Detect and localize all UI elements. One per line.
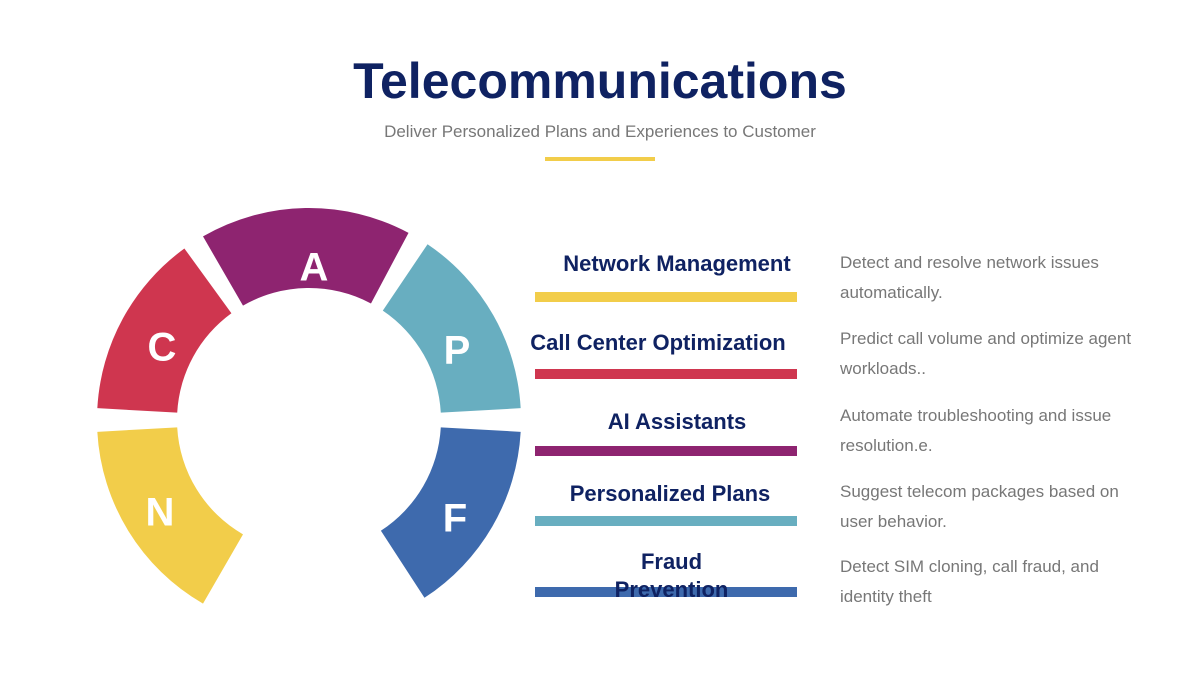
segment-letter-p: P: [444, 329, 471, 373]
ring-segment-c: [97, 248, 232, 413]
item-label-network-management: Network Management: [563, 251, 791, 276]
ring-segment-f: [380, 427, 521, 598]
item-bar-network-management: [535, 292, 797, 302]
segment-letter-n: N: [146, 491, 175, 535]
page-subtitle: Deliver Personalized Plans and Experienc…: [384, 122, 816, 141]
page-title: Telecommunications: [353, 53, 847, 109]
segment-letter-a: A: [300, 246, 329, 290]
item-label-call-center-optimization: Call Center Optimization: [530, 330, 786, 355]
ring-segment-a: [203, 208, 409, 306]
ring-segment-p: [382, 244, 521, 413]
item-desc-call-center-optimization: Predict call volume and optimize agent w…: [840, 329, 1132, 378]
item-desc-ai-assistants: Automate troubleshooting and issue resol…: [840, 406, 1112, 455]
item-bar-ai-assistants: [535, 446, 797, 456]
item-label-fraud-prevention: Fraud Prevention: [614, 549, 729, 602]
item-label-personalized-plans: Personalized Plans: [569, 481, 771, 506]
item-bar-fraud-prevention: [535, 587, 797, 597]
title-underline: [545, 157, 655, 161]
segment-letter-f: F: [443, 497, 467, 541]
item-bar-call-center-optimization: [535, 369, 797, 379]
item-desc-fraud-prevention: Detect SIM cloning, call fraud, and iden…: [840, 557, 1099, 606]
item-desc-personalized-plans: Suggest telecom packages based on user b…: [840, 482, 1119, 531]
item-bar-personalized-plans: [535, 516, 797, 526]
ring-segment-n: [97, 427, 243, 604]
item-desc-network-management: Detect and resolve network issues automa…: [840, 253, 1099, 302]
segment-letter-c: C: [148, 326, 177, 370]
item-label-ai-assistants: AI Assistants: [607, 409, 747, 434]
